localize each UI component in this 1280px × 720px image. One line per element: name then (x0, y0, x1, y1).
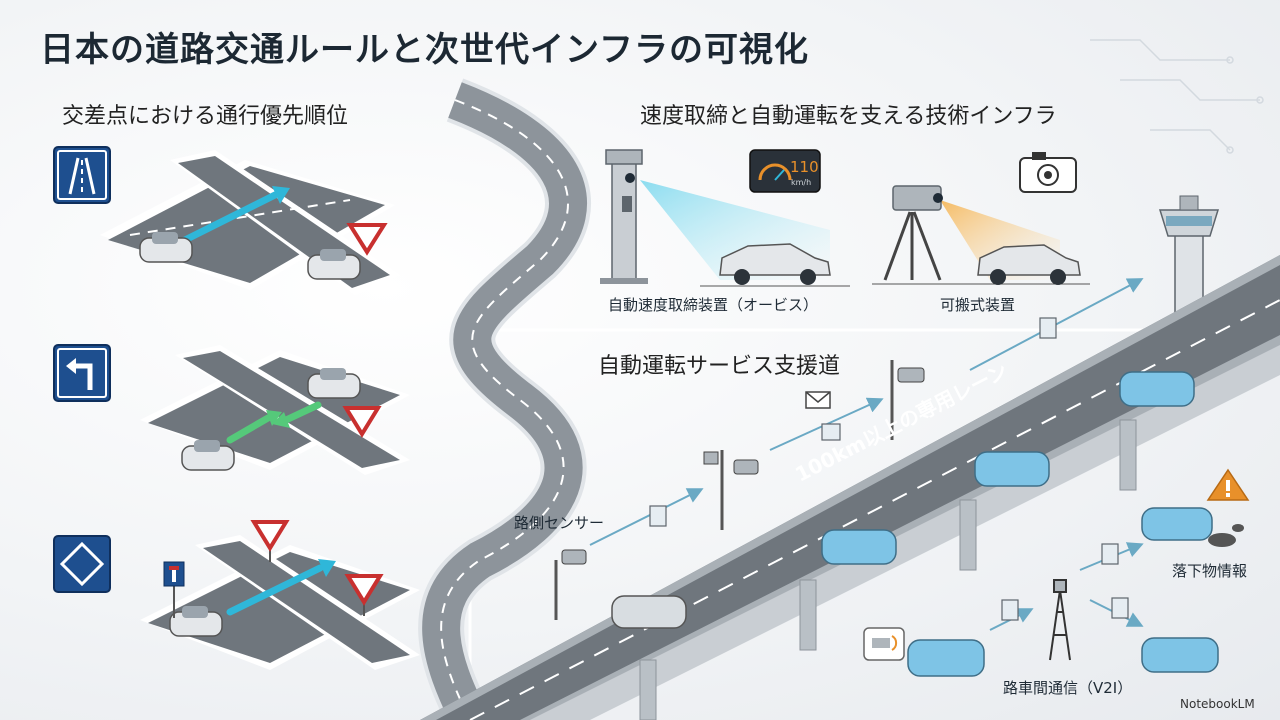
priority-road-sign-icon (53, 146, 111, 204)
brand-label: NotebookLM (1180, 697, 1255, 711)
communication-tower-icon (1049, 579, 1071, 661)
roadside-sensor-icon (554, 360, 925, 620)
car-icon (307, 249, 361, 280)
section-title-infra: 速度取締と自動運転を支える技術インフラ (640, 104, 1057, 129)
label-orbis: 自動速度取締装置（オービス） (608, 296, 819, 314)
section-title-intersection: 交差点における通行優先順位 (62, 104, 349, 129)
label-v2i: 路車間通信（V2I） (1003, 679, 1133, 697)
left-turn-sign-icon (53, 344, 111, 402)
debris-icon (1208, 524, 1244, 547)
intersection-3 (140, 520, 420, 670)
speed-unit: km/h (791, 178, 811, 187)
mail-icon (805, 391, 831, 409)
label-portable: 可搬式装置 (940, 296, 1016, 314)
car-icon (169, 606, 223, 637)
car-icon (977, 244, 1081, 285)
yield-sign-icon (344, 574, 384, 616)
section-title-support-road: 自動運転サービス支援道 (598, 354, 841, 379)
label-roadside-sensor: 路側センサー (514, 514, 605, 532)
priority-diamond-sign-icon (53, 535, 111, 593)
speed-value: 110 (790, 158, 819, 176)
elevated-highway (420, 255, 1280, 720)
warning-icon (1206, 468, 1250, 501)
dead-end-sign-icon (163, 561, 185, 618)
car-icon (181, 440, 235, 471)
circuit-decoration (1090, 39, 1264, 154)
intersection-1 (100, 150, 400, 295)
car-icon (611, 595, 687, 629)
main-title: 日本の道路交通ルールと次世代インフラの可視化 (40, 30, 809, 70)
car-icon (139, 232, 193, 263)
speedometer-icon (749, 149, 821, 193)
winding-road (418, 78, 591, 720)
autonomous-car-icon (907, 507, 1219, 677)
yield-sign-icon (342, 406, 382, 438)
autonomous-car-icon (821, 371, 1195, 565)
data-packet-icon (649, 317, 1129, 621)
car-icon (700, 243, 850, 287)
yield-sign-icon (250, 520, 290, 562)
intersection-2 (140, 345, 410, 475)
camera-icon (1019, 152, 1077, 193)
label-debris-info: 落下物情報 (1172, 562, 1248, 580)
car-icon (307, 368, 361, 399)
yield-sign-icon (346, 223, 388, 256)
broadcast-camera-icon (863, 627, 905, 661)
